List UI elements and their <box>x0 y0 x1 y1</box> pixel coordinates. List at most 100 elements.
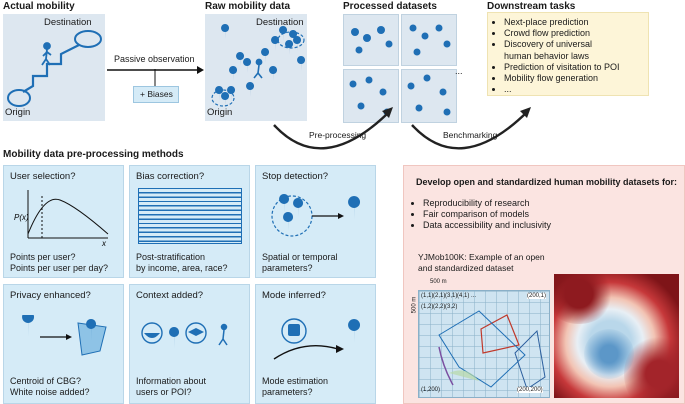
card-mode-inferred: Mode inferred? Mode estimation parameter… <box>255 284 376 404</box>
card-question: Privacy enhanced? <box>10 290 91 301</box>
walker-icon <box>41 42 52 66</box>
card-answer-2: White noise added? <box>10 387 90 397</box>
card-answer-2: Points per user per day? <box>10 263 109 273</box>
actual-mobility-illustration <box>7 30 102 107</box>
actual-mobility-panel <box>3 14 105 121</box>
grid-cell-label: (200,200) <box>517 387 543 393</box>
goal-item: Data accessibility and inclusivity <box>423 220 551 231</box>
heatmap-overlay-2 <box>624 334 679 398</box>
density-heatmap <box>554 274 679 398</box>
graduation-cap-icon <box>185 322 207 344</box>
walker-icon <box>253 58 263 79</box>
methods-title: Mobility data pre-processing methods <box>3 149 184 160</box>
heatmap-overlay-3 <box>584 329 634 379</box>
grid-cell-label: (2,1) <box>433 293 446 299</box>
card-answer-1: Mode estimation <box>262 376 329 386</box>
raw-destination-label: Destination <box>256 17 304 28</box>
card-question: Stop detection? <box>262 171 329 182</box>
scale-x-label: 500 m <box>430 279 447 285</box>
benchmarking-label: Benchmarking <box>443 130 498 140</box>
card-question: Context added? <box>136 290 204 301</box>
downstream-tasks-box: Next-place prediction Crowd flow predict… <box>487 12 649 96</box>
axis-y-label: P(x) <box>14 213 29 222</box>
grid-cell-label: (2,2) <box>433 304 446 310</box>
card-answer-1: Points per user? <box>10 252 76 262</box>
grid-cell-label: (3,2) <box>445 304 458 310</box>
task-item: Mobility flow generation <box>504 73 620 84</box>
grid-cell-label: (200,1) <box>527 293 547 299</box>
biases-box: + Biases <box>133 86 179 103</box>
grid-trajectories <box>438 310 546 390</box>
heatmap-overlay-1 <box>554 274 614 324</box>
raw-mobility-illustration <box>211 24 306 107</box>
card-answer-2: users or POI? <box>136 387 192 397</box>
card-answer-1: Centroid of CBG? <box>10 376 82 386</box>
dataset-tiles-pins <box>349 24 451 116</box>
card-question: Bias correction? <box>136 171 205 182</box>
card-privacy-enhanced: Privacy enhanced? Centroid of CBG? White… <box>3 284 124 404</box>
task-item-line2: human behavior laws <box>504 50 590 61</box>
card-answer-1: Post-stratification <box>136 252 206 262</box>
grid-cell-label: ... <box>471 293 477 299</box>
train-icon <box>281 318 307 344</box>
mode-inference-icon <box>273 318 361 360</box>
grid-cell-label: (1,200) <box>421 387 441 393</box>
downstream-tasks-title: Downstream tasks <box>487 1 576 12</box>
benchmarking-arrow <box>411 107 531 150</box>
card-question: Mode inferred? <box>262 290 326 301</box>
card-answer-1: Information about <box>136 376 207 386</box>
card-answer-2: parameters? <box>262 263 313 273</box>
card-user-selection: User selection? P(x) x Points per user? … <box>3 165 124 278</box>
dataset-tile-2 <box>401 14 457 66</box>
grid-cell-label: (1,2) <box>421 304 434 310</box>
raw-origin-label: Origin <box>207 107 233 118</box>
grid-cell-label: (4,1) <box>457 293 470 299</box>
card-stop-detection: Stop detection? Spatial or temporal para… <box>255 165 376 278</box>
destination-label: Destination <box>44 17 92 28</box>
axis-x-label: x <box>101 239 107 246</box>
distribution-chart-icon: P(x) x <box>14 190 109 246</box>
grid-cell-label: (1,1) <box>421 293 434 299</box>
example-caption-2: and standardized dataset <box>418 263 514 273</box>
dataset-ellipsis: ... <box>455 66 463 76</box>
task-item: Next-place prediction <box>504 17 620 28</box>
task-item: Crowd flow prediction <box>504 28 620 39</box>
raw-mobility-title: Raw mobility data <box>205 1 291 12</box>
food-bowl-icon <box>141 322 163 344</box>
goal-item: Fair comparison of models <box>423 209 551 220</box>
preprocessing-label: Pre-processing <box>309 130 367 140</box>
develop-title: Develop open and standardized human mobi… <box>416 177 678 187</box>
develop-datasets-box: Develop open and standardized human mobi… <box>403 165 685 404</box>
card-answer-2: by income, area, race? <box>136 263 228 273</box>
grid-cell-label: (3,1) <box>445 293 458 299</box>
location-pins <box>215 24 306 107</box>
actual-mobility-title: Actual mobility <box>3 1 75 12</box>
card-answer-1: Spatial or temporal <box>262 252 338 262</box>
card-answer-2: parameters? <box>262 387 313 397</box>
task-item: ... <box>504 84 620 95</box>
passive-observation-label: Passive observation <box>114 54 195 64</box>
grid-map: (1,1) (2,1) (3,1) (4,1) ... (1,2) (2,2) … <box>418 290 550 398</box>
stop-detection-icon <box>271 194 361 237</box>
table-icon <box>138 188 242 244</box>
processed-datasets-title: Processed datasets <box>343 1 437 12</box>
goal-item: Reproducibility of research <box>423 198 551 209</box>
origin-label: Origin <box>5 107 31 118</box>
task-item-line1: Discovery of universal <box>504 39 593 50</box>
dataset-tile-1 <box>343 14 399 66</box>
task-item: Prediction of visitation to POI <box>504 62 620 73</box>
processed-datasets-grid: ... <box>343 14 463 123</box>
example-caption-1: YJMob100K: Example of an open <box>418 252 545 262</box>
context-icons <box>141 322 228 349</box>
card-bias-correction: Bias correction? Post-stratification by … <box>129 165 250 278</box>
card-question: User selection? <box>10 171 76 182</box>
walker-icon <box>218 323 228 346</box>
privacy-icon <box>22 315 107 356</box>
raw-mobility-panel <box>205 14 307 121</box>
passive-observation-arrow <box>107 66 204 74</box>
biases-label: + Biases <box>140 89 173 99</box>
scale-y-label: 500 m <box>411 296 418 314</box>
preprocessing-arrow <box>273 107 393 150</box>
biases-connector <box>154 69 156 86</box>
